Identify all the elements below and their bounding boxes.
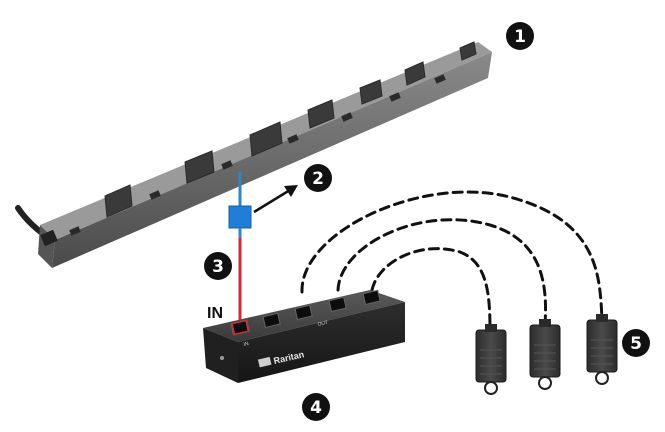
callout-number: 5 [630,334,642,354]
callout-number: 3 [212,257,224,277]
callout-number: 4 [310,398,322,418]
pdu-strip [15,41,492,268]
callout-1: 1 [506,22,534,50]
pdu-outlets [104,41,477,218]
callout-4: 4 [302,393,330,421]
pdu-ports [69,74,446,236]
sensor-probe [529,319,561,390]
sensor-probe [475,324,507,395]
svg-text:OUT: OUT [317,320,329,328]
sensor-probe [586,314,618,385]
sensor-cables [300,190,604,332]
callout-number: 1 [514,27,526,47]
sensor-hub: IN OUT Raritan [203,289,405,383]
sensor-probes [475,314,618,395]
adapter-block [228,205,252,229]
callout-3: 3 [204,252,232,280]
in-label: IN [207,305,223,322]
svg-text:IN: IN [243,341,250,348]
connection-cable [228,172,252,322]
callout-number: 2 [312,169,324,189]
arrow-right-up-icon [253,185,298,214]
callout-2: 2 [304,164,332,192]
callout-5: 5 [622,329,650,357]
